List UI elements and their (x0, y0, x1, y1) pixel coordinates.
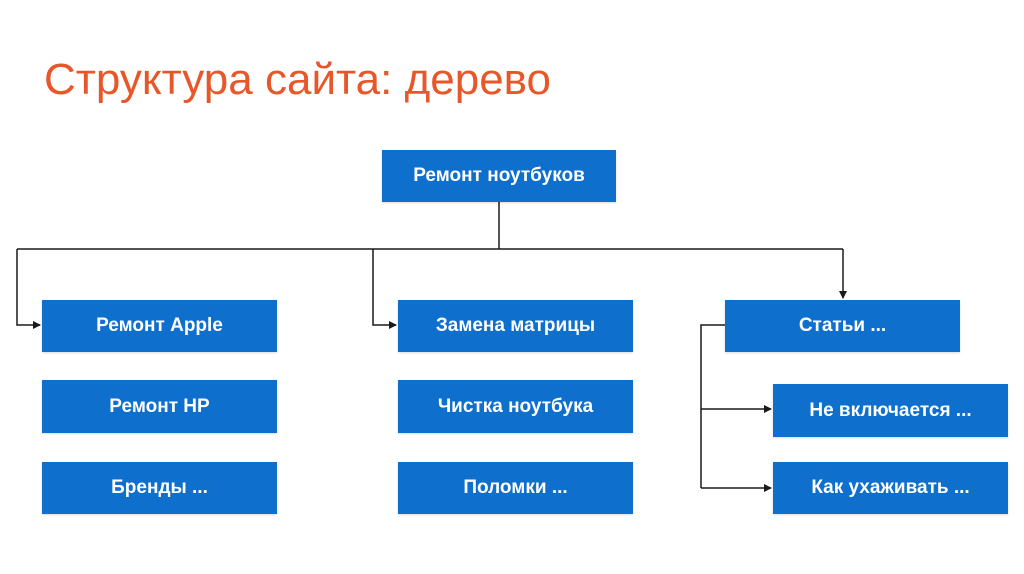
node-col3-item1: Не включается ... (773, 384, 1008, 437)
node-col2-item2: Поломки ... (398, 462, 633, 514)
node-col3-item2: Как ухаживать ... (773, 462, 1008, 514)
node-col1-head: Ремонт Apple (42, 300, 277, 352)
connector-col3-stem (700, 324, 725, 488)
node-root: Ремонт ноутбуков (382, 150, 616, 202)
node-col1-item2: Бренды ... (42, 462, 277, 514)
node-col1-item1: Ремонт HP (42, 380, 277, 433)
page-title: Структура сайта: дерево (44, 55, 552, 104)
node-col2-head: Замена матрицы (398, 300, 633, 352)
node-col2-item1: Чистка ноутбука (398, 380, 633, 433)
connector-to-col2 (372, 249, 397, 329)
connector-to-col1 (16, 249, 41, 329)
node-col3-head: Статьи ... (725, 300, 960, 352)
